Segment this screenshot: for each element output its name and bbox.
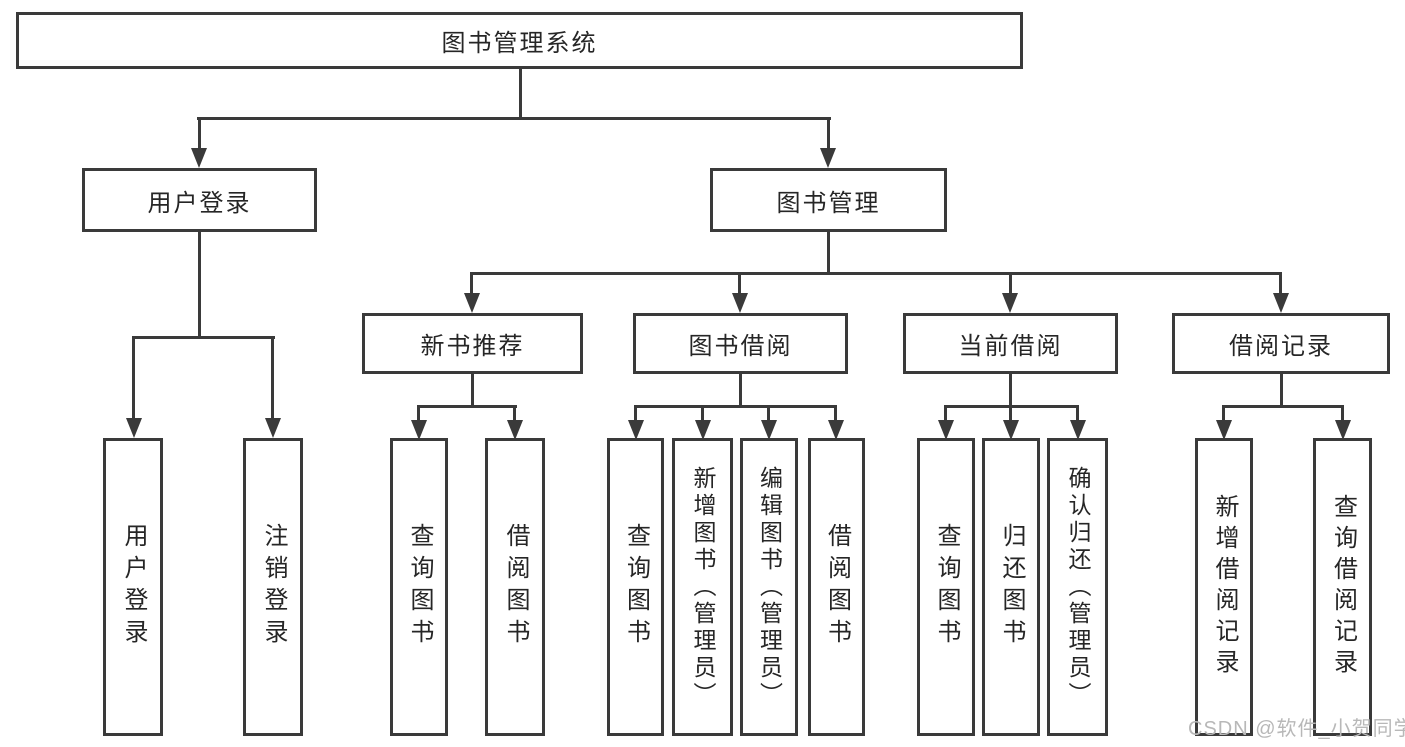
connector	[634, 405, 837, 408]
connector	[1076, 405, 1079, 422]
arrowhead	[732, 293, 748, 313]
leaf-borrow-books-recommend: 借阅图书	[485, 438, 545, 736]
node-book-management: 图书管理	[710, 168, 947, 232]
leaf-query-books-current: 查询图书	[917, 438, 975, 736]
connector	[634, 405, 637, 422]
connector	[1009, 405, 1012, 422]
connector	[1009, 272, 1012, 295]
connector	[767, 405, 770, 422]
node-label: 新增图书（管理员）	[690, 465, 716, 709]
leaf-query-borrow-record: 查询借阅记录	[1313, 438, 1372, 736]
connector	[1009, 373, 1012, 408]
leaf-return-books: 归还图书	[982, 438, 1040, 736]
connector	[944, 405, 947, 422]
node-label: 查询借阅记录	[1329, 494, 1357, 680]
node-label: 新书推荐	[420, 333, 525, 360]
node-borrowing-records: 借阅记录	[1172, 313, 1390, 374]
node-label: 借阅记录	[1229, 333, 1333, 360]
connector	[470, 272, 1281, 275]
arrowhead	[1273, 293, 1289, 313]
arrowhead	[464, 293, 480, 313]
arrowhead	[265, 418, 281, 438]
arrowhead	[191, 148, 207, 168]
connector	[827, 232, 830, 275]
arrowhead	[695, 420, 711, 440]
arrowhead	[938, 420, 954, 440]
node-label: 新增借阅记录	[1211, 494, 1238, 680]
node-label: 归还图书	[998, 523, 1025, 651]
node-label: 注销登录	[260, 523, 287, 651]
node-label: 查询图书	[622, 523, 650, 651]
connector	[738, 272, 741, 295]
node-label: 编辑图书（管理员）	[756, 465, 783, 709]
node-label: 查询图书	[406, 523, 433, 651]
node-new-book-recommendation: 新书推荐	[362, 313, 583, 374]
connector	[827, 117, 830, 153]
arrowhead	[126, 418, 142, 438]
connector	[470, 272, 473, 295]
connector	[519, 66, 522, 120]
node-label: 借阅图书	[502, 523, 529, 651]
leaf-query-books-borrowing: 查询图书	[607, 438, 664, 736]
connector	[1222, 405, 1225, 422]
csdn-watermark: CSDN @软件_小贺同学	[1188, 718, 1405, 740]
arrowhead	[828, 420, 844, 440]
connector	[132, 336, 135, 422]
connector	[197, 117, 831, 120]
node-label: 借阅图书	[823, 523, 851, 651]
node-label: 查询图书	[933, 523, 960, 651]
connector	[513, 405, 516, 422]
node-user-login: 用户登录	[82, 168, 317, 232]
node-label: 确认归还（管理员）	[1065, 465, 1091, 709]
connector	[417, 405, 420, 422]
node-label: 用户登录	[147, 189, 252, 217]
leaf-add-borrow-record: 新增借阅记录	[1195, 438, 1253, 736]
arrowhead	[1216, 420, 1232, 440]
connector	[271, 336, 274, 422]
node-label: 图书管理	[776, 189, 881, 217]
node-library-system: 图书管理系统	[16, 12, 1023, 69]
leaf-edit-book-admin: 编辑图书（管理员）	[740, 438, 798, 736]
arrowhead	[411, 420, 427, 440]
node-label: 图书管理系统	[441, 30, 598, 57]
connector	[834, 405, 837, 422]
arrowhead	[761, 420, 777, 440]
connector	[471, 373, 474, 408]
node-label: 图书借阅	[688, 333, 793, 360]
node-label: 用户登录	[120, 523, 147, 651]
leaf-borrow-books-borrowing: 借阅图书	[808, 438, 865, 736]
leaf-logout: 注销登录	[243, 438, 303, 736]
leaf-confirm-return-admin: 确认归还（管理员）	[1047, 438, 1108, 736]
connector	[739, 373, 742, 408]
connector	[132, 336, 275, 339]
connector	[701, 405, 704, 422]
node-label: 当前借阅	[958, 333, 1063, 360]
arrowhead	[1002, 293, 1018, 313]
connector	[417, 405, 517, 408]
arrowhead	[507, 420, 523, 440]
arrowhead	[1335, 420, 1351, 440]
arrowhead	[820, 148, 836, 168]
connector	[198, 117, 201, 153]
connector	[1280, 373, 1283, 408]
leaf-user-login: 用户登录	[103, 438, 163, 736]
node-book-borrowing: 图书借阅	[633, 313, 848, 374]
arrowhead	[1070, 420, 1086, 440]
arrowhead	[1003, 420, 1019, 440]
connector	[1341, 405, 1344, 422]
leaf-query-books-recommend: 查询图书	[390, 438, 448, 736]
connector	[1279, 272, 1282, 295]
leaf-add-book-admin: 新增图书（管理员）	[672, 438, 733, 736]
connector	[198, 232, 201, 339]
node-current-borrowing: 当前借阅	[903, 313, 1118, 374]
arrowhead	[628, 420, 644, 440]
connector	[1222, 405, 1344, 408]
